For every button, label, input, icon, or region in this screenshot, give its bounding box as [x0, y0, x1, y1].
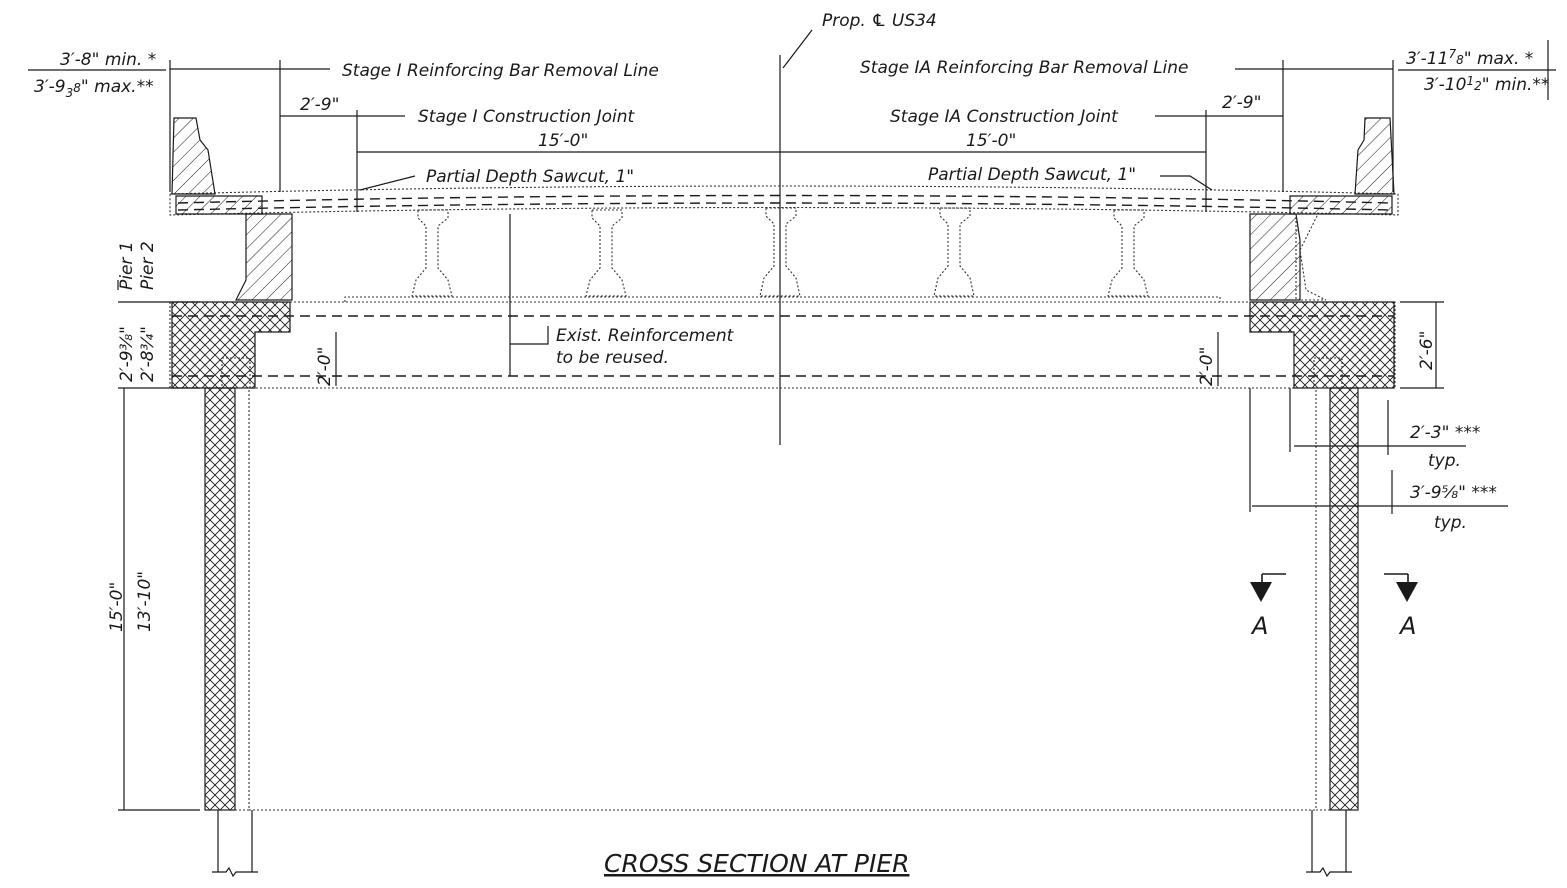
dim-a-value: 2′-3" ***	[1410, 423, 1480, 443]
cap-inner-right: 2′-0"	[1197, 347, 1217, 386]
dim-b-value: 3′-9⅝" ***	[1410, 483, 1497, 503]
reinforcement-note-line1: Exist. Reinforcement	[556, 326, 735, 346]
pier-columns	[204, 387, 1359, 878]
right-overhang-bottom: 3′-1012" min.**	[1424, 74, 1549, 95]
section-marks: A A	[1250, 573, 1418, 640]
pier2-label: Pier 2	[138, 241, 158, 290]
pier-height-1: 15′-0"	[107, 582, 127, 632]
girder-depth-dimension: Exist. Reinforcement to be reused.	[509, 214, 735, 376]
left-overhang-top: 3′-8" min. *	[60, 50, 156, 70]
girders	[235, 207, 1327, 301]
pier-cap	[169, 296, 1396, 389]
right-removal-line-label: Stage IA Reinforcing Bar Removal Line	[860, 58, 1189, 78]
cap-inner-left: 2′-0"	[315, 347, 335, 386]
drawing-title: CROSS SECTION AT PIER	[604, 849, 910, 878]
reinforcement-note-line2: to be reused.	[556, 348, 669, 368]
cap-right-depth: 2′-6"	[1417, 331, 1437, 370]
right-offset-dimensions: 2′-3" *** typ. 3′-9⅝" *** typ.	[1249, 388, 1508, 533]
right-offset: 2′-9"	[1222, 93, 1261, 113]
left-offset: 2′-9"	[300, 95, 339, 115]
left-barrier	[171, 117, 263, 215]
pier-height-2: 13′-10"	[135, 571, 155, 632]
dim-a-note: typ.	[1428, 451, 1461, 471]
right-construction-joint-label: Stage IA Construction Joint	[890, 107, 1119, 127]
dim-b-note: typ.	[1434, 513, 1467, 533]
left-removal-line-label: Stage I Reinforcing Bar Removal Line	[342, 61, 659, 81]
cap-inner-dimensions: 2′-0" 2′-0" 2′-6"	[315, 301, 1444, 389]
pier-dimensions-left: Pier 1 Pier 2 2′-9⅜" 2′-8¾" 15′-0" 13′-1…	[107, 241, 200, 811]
right-sawcut-label: Partial Depth Sawcut, 1"	[928, 165, 1136, 185]
left-overhang-bottom: 3′-938" max.**	[34, 77, 154, 100]
deck-slab	[169, 185, 1399, 216]
left-span: 15′-0"	[538, 131, 588, 151]
left-top-dimensions: Stage I Reinforcing Bar Removal Line 3′-…	[28, 50, 780, 212]
cap-depth-1: 2′-9⅜"	[117, 326, 137, 382]
right-span: 15′-0"	[966, 131, 1016, 151]
right-overhang-top: 3′-1178" max. *	[1406, 47, 1533, 69]
section-mark-right: A	[1398, 612, 1416, 640]
centerline-label: Prop. ℄ US34	[822, 11, 937, 31]
pier1-label: Pier 1	[117, 241, 137, 290]
cap-depth-2: 2′-8¾"	[138, 326, 158, 382]
centerline: Prop. ℄ US34	[779, 11, 937, 445]
left-construction-joint-label: Stage I Construction Joint	[418, 107, 636, 127]
section-mark-left: A	[1250, 612, 1268, 640]
left-sawcut-label: Partial Depth Sawcut, 1"	[426, 167, 634, 187]
right-barrier	[1289, 117, 1395, 215]
right-top-dimensions: Stage IA Reinforcing Bar Removal Line 3′…	[780, 40, 1556, 212]
